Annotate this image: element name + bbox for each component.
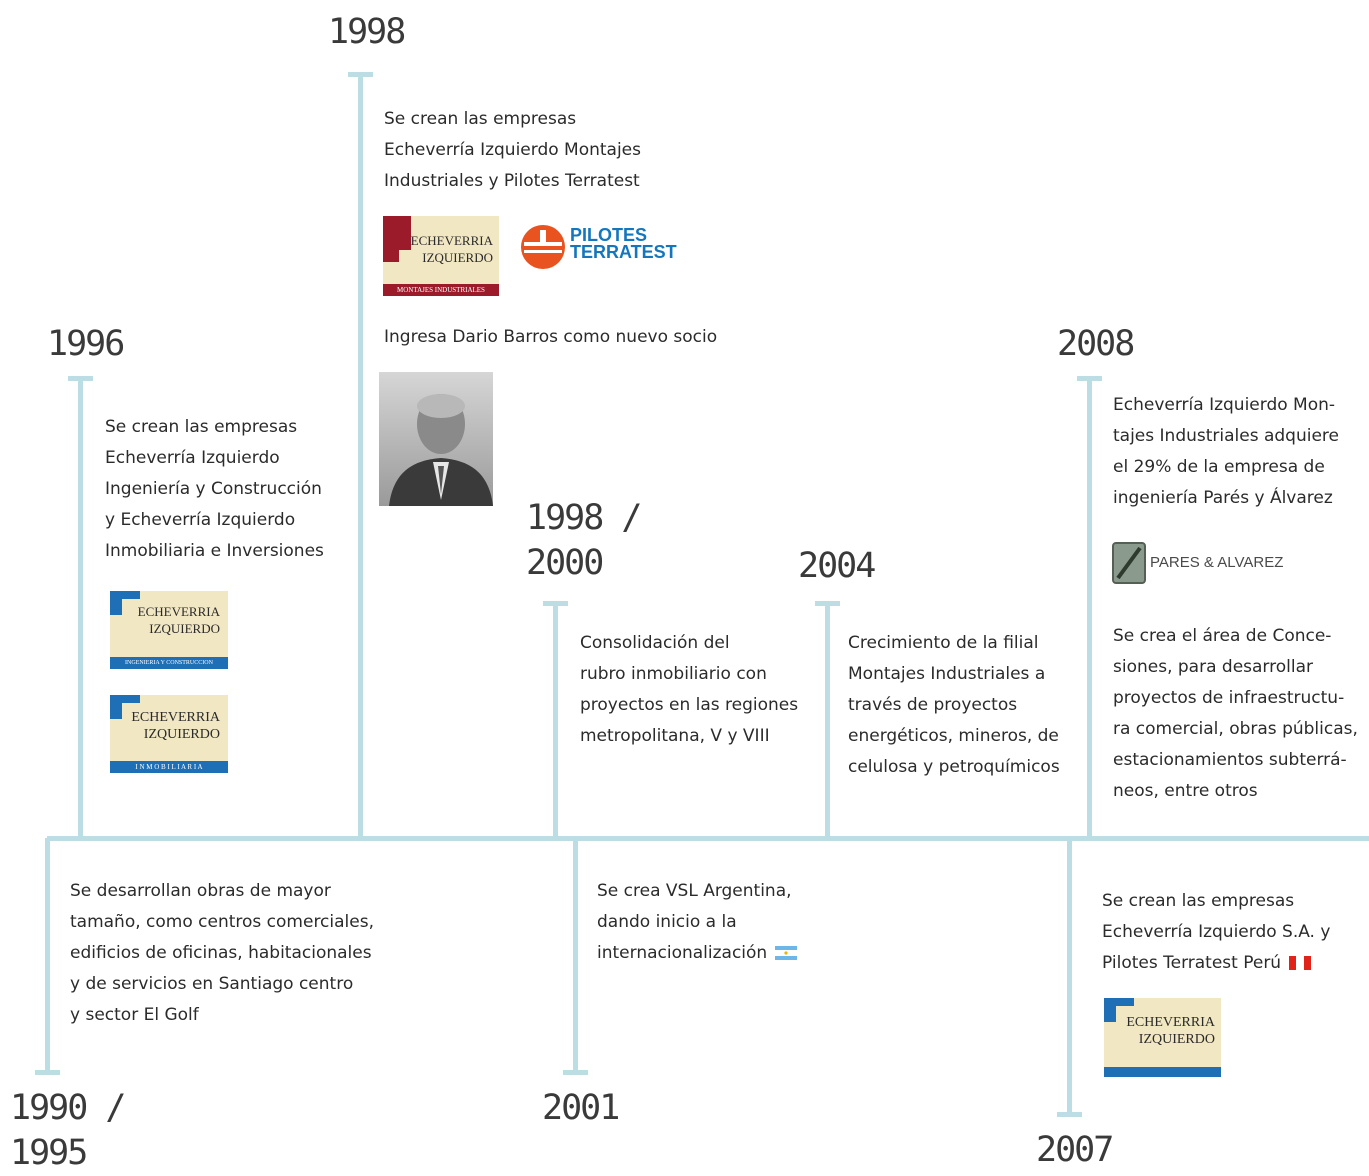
stem-1998 <box>358 74 363 838</box>
logo-ei-montajes: ECHEVERRIA IZQUIERDO MONTAJES INDUSTRIAL… <box>383 216 499 296</box>
stem-2004 <box>825 603 830 838</box>
ei-logo-mark <box>110 591 122 615</box>
pares-alvarez-wordmark: PARES & ALVAREZ <box>1150 554 1284 571</box>
event-2007-label: Se crean las empresas Echeverría Izquier… <box>1102 891 1331 973</box>
cap-2001 <box>563 1070 588 1075</box>
year-2007: 2007 <box>1036 1130 1114 1170</box>
terratest-wordmark: PILOTES TERRATEST <box>570 225 677 262</box>
stem-1996 <box>78 378 83 838</box>
event-1990-1995-text: Se desarrollan obras de mayor tamaño, co… <box>70 881 374 1025</box>
year-2008: 2008 <box>1057 324 1135 364</box>
logo-ei-sa: ECHEVERRIA IZQUIERDO <box>1104 998 1221 1077</box>
logo-ei-ingenieria: ECHEVERRIA IZQUIERDO INGENIERIA Y CONSTR… <box>110 591 228 669</box>
timeline-axis <box>47 836 1369 841</box>
ei-logo-name: ECHEVERRIA IZQUIERDO <box>131 710 220 742</box>
stem-2001 <box>573 838 578 1072</box>
event-1996-text: Se crean las empresas Echeverría Izquier… <box>105 417 324 561</box>
peru-flag-icon <box>1289 956 1312 970</box>
event-2004-text: Crecimiento de la filial Montajes Indust… <box>848 633 1060 777</box>
year-1990-1995: 1990 / 1995 <box>10 1088 126 1173</box>
ei-logo-band: I N M O B I L I A R I A <box>110 761 228 773</box>
ei-logo-name: ECHEVERRIA IZQUIERDO <box>137 604 220 636</box>
argentina-flag-icon <box>775 946 798 960</box>
ei-logo-mark <box>1104 998 1134 1006</box>
stem-2008 <box>1087 378 1092 838</box>
logo-ei-inmobiliaria: ECHEVERRIA IZQUIERDO I N M O B I L I A R… <box>110 695 228 773</box>
ei-logo-name: ECHEVERRIA IZQUIERDO <box>410 233 493 265</box>
event-2008-concesiones-text: Se crea el área de Conce- siones, para d… <box>1113 626 1358 801</box>
partner-portrait-image <box>379 372 493 506</box>
year-2004: 2004 <box>798 546 876 586</box>
cap-1996 <box>68 376 93 381</box>
cap-2004 <box>815 601 840 606</box>
stem-1990-1995 <box>45 838 50 1072</box>
ei-logo-mark <box>110 695 122 719</box>
event-2001-label: Se crea VSL Argentina, dando inicio a la… <box>597 881 792 963</box>
pares-alvarez-mark-icon <box>1112 542 1146 584</box>
cap-1990-1995 <box>35 1070 60 1075</box>
ei-logo-mark <box>1104 998 1116 1022</box>
event-2008-text: Echeverría Izquierdo Mon- tajes Industri… <box>1113 395 1340 508</box>
year-1996: 1996 <box>47 324 125 364</box>
ei-logo-band <box>1104 1067 1221 1077</box>
event-1998-text: Se crean las empresas Echeverría Izquier… <box>384 109 642 191</box>
year-2001: 2001 <box>542 1088 620 1128</box>
ei-logo-mark <box>383 216 399 262</box>
year-1998-2000: 1998 / 2000 <box>526 498 642 583</box>
terratest-mark-icon <box>521 225 565 269</box>
logo-pares-alvarez: PARES & ALVAREZ <box>1112 540 1322 586</box>
event-2007-text: Se crean las empresas Echeverría Izquier… <box>1102 886 1330 979</box>
portrait-figure-icon <box>389 394 493 506</box>
event-1998-2000-text: Consolidación del rubro inmobiliario con… <box>580 633 799 746</box>
cap-1998-2000 <box>543 601 568 606</box>
ei-logo-band: INGENIERIA Y CONSTRUCCION <box>110 657 228 669</box>
stem-1998-2000 <box>553 603 558 838</box>
ei-logo-mark <box>110 695 140 703</box>
event-2001-text: Se crea VSL Argentina, dando inicio a la… <box>597 876 798 969</box>
stem-2007 <box>1067 838 1072 1114</box>
ei-logo-name: ECHEVERRIA IZQUIERDO <box>1126 1015 1215 1047</box>
ei-logo-band: MONTAJES INDUSTRIALES <box>383 284 499 296</box>
ei-logo-mark <box>110 591 140 599</box>
logo-pilotes-terratest: PILOTES TERRATEST <box>520 224 702 270</box>
cap-2007 <box>1057 1112 1082 1117</box>
cap-2008 <box>1077 376 1102 381</box>
event-1998-partner-text: Ingresa Dario Barros como nuevo socio <box>384 327 718 347</box>
year-1998: 1998 <box>328 12 406 52</box>
cap-1998 <box>348 72 373 77</box>
